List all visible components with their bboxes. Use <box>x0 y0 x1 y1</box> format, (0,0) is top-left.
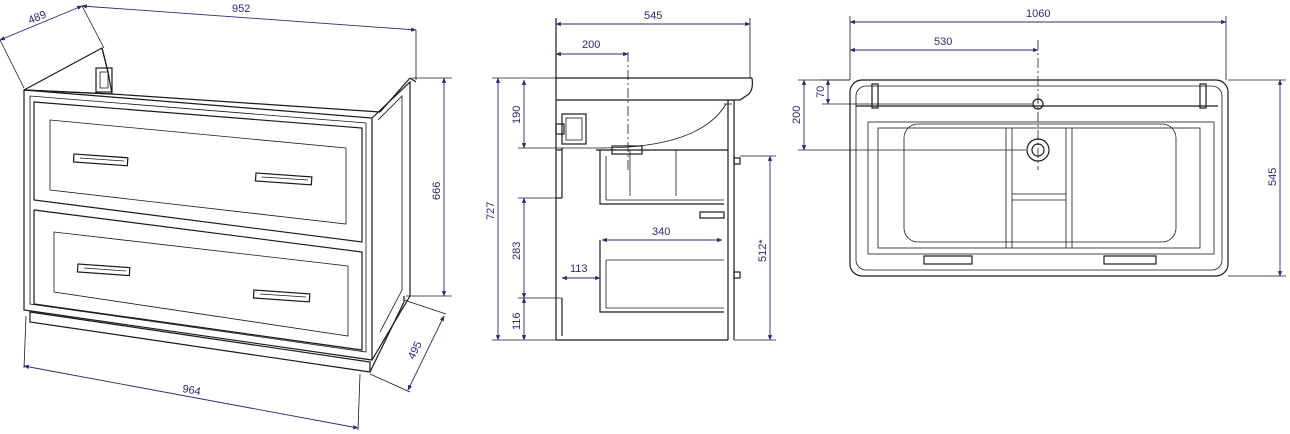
dim-plinth: 116 <box>511 312 523 330</box>
dim-width-top: 952 <box>232 3 250 15</box>
dim-depth-top: 489 <box>27 9 49 27</box>
isometric-view: 489 952 666 495 964 <box>0 3 452 431</box>
dim-cut-height: 283 <box>511 242 523 260</box>
handle-icon <box>252 289 311 303</box>
side-view: 545 200 190 727 283 116 340 113 512* <box>485 10 776 341</box>
dim-center: 530 <box>934 36 952 48</box>
dim-height-right: 666 <box>431 182 443 200</box>
dim-width-bottom: 964 <box>181 383 201 398</box>
dim-siphon-offset: 200 <box>582 39 600 51</box>
dim-total-height: 727 <box>485 202 497 220</box>
dim-total-depth: 545 <box>644 10 662 22</box>
dim-drain: 200 <box>791 106 803 124</box>
handle-icon <box>254 172 313 186</box>
handle-icon <box>72 153 129 167</box>
dim-front-height: 512* <box>757 239 769 262</box>
dim-drawer-inner: 340 <box>652 226 670 238</box>
dim-side-gap: 113 <box>570 263 588 275</box>
handle-icon <box>76 263 131 277</box>
top-view: 1060 530 70 200 545 <box>791 8 1286 277</box>
dim-top-to-siphon: 190 <box>511 106 523 124</box>
dim-depth-bottom: 495 <box>406 340 425 362</box>
dim-overall-depth: 545 <box>1267 168 1279 186</box>
dim-tap-hole: 70 <box>815 86 827 98</box>
dim-overall-width: 1060 <box>1026 8 1050 20</box>
